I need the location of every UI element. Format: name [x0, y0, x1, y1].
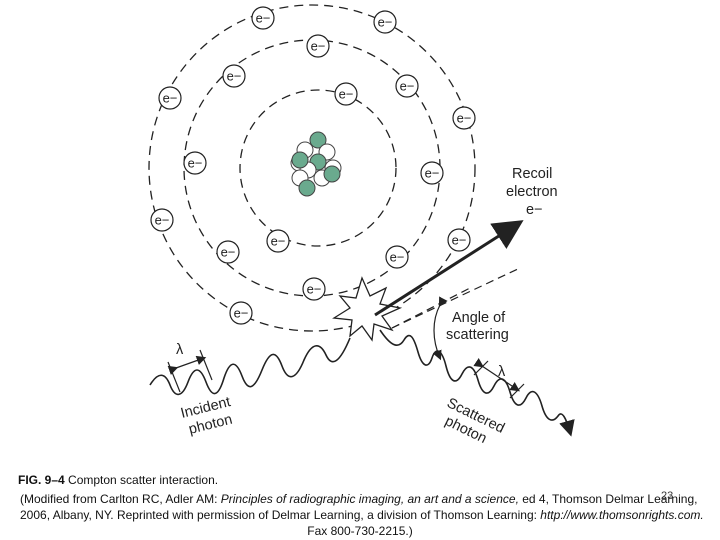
electron: e−: [150, 208, 174, 232]
electron: e−: [385, 245, 409, 269]
electron-symbol: e−: [256, 11, 271, 26]
credit-book-title: Principles of radiographic imaging, an a…: [220, 492, 519, 506]
credit-text-c: 2006, Albany, NY. Reprinted with permiss…: [20, 508, 541, 522]
angle-label-2: scattering: [446, 327, 509, 343]
credit-line-3: Fax 800-730-2215.): [0, 524, 720, 538]
electrons: e− e− e− e− e− e− e− e− e− e− e− e− e− e− e− e− e−: [150, 6, 476, 325]
electron-symbol: e−: [390, 250, 405, 265]
credit-text-a: (Modified from Carlton RC, Adler AM:: [20, 492, 221, 506]
recoil-electron-symbol: e−: [526, 202, 543, 218]
angle-label-1: Angle of: [452, 310, 506, 326]
electron: e−: [302, 277, 326, 301]
figure-caption: FIG. 9–4 Compton scatter interaction.: [18, 473, 218, 487]
electron-symbol: e−: [271, 234, 286, 249]
recoil-electron-arrow: [374, 220, 524, 317]
incident-wavelength-marker: [167, 349, 213, 393]
electron-symbol: e−: [221, 245, 236, 260]
electron: e−: [216, 240, 240, 264]
scattered-lambda-label: λ: [498, 364, 506, 380]
figure-label: FIG. 9–4: [18, 473, 65, 487]
electron: e−: [447, 228, 471, 252]
electron: e−: [306, 34, 330, 58]
electron-symbol: e−: [425, 166, 440, 181]
electron: e−: [183, 151, 207, 175]
angle-of-scattering-arc: [432, 296, 448, 361]
shell-outer: [148, 4, 476, 332]
electron: e−: [395, 74, 419, 98]
electron-symbol: e−: [188, 156, 203, 171]
electron: e−: [251, 6, 275, 30]
electron-symbol: e−: [307, 282, 322, 297]
electron: e−: [420, 161, 444, 185]
electron-symbol: e−: [311, 39, 326, 54]
electron-symbol: e−: [452, 233, 467, 248]
credit-line-2: 2006, Albany, NY. Reprinted with permiss…: [20, 508, 704, 522]
slide-number: 23: [661, 490, 674, 502]
nucleus: [290, 131, 342, 197]
credit-url: http://www.thomsonrights.com.: [540, 508, 704, 522]
electron: e−: [222, 64, 246, 88]
shell-inner: [239, 89, 397, 247]
recoil-electron-label-2: electron: [506, 184, 558, 200]
electron: e−: [334, 82, 358, 106]
electron-symbol: e−: [457, 111, 472, 126]
electron: e−: [266, 229, 290, 253]
reference-lines: [391, 267, 521, 329]
electron-symbol: e−: [163, 91, 178, 106]
compton-scatter-diagram: e− e− e− e− e− e− e− e− e− e− e− e− e− e− e− e− e− λ λ R…: [148, 4, 575, 447]
credit-text-d: Fax 800-730-2215.): [307, 524, 413, 538]
electron: e−: [229, 301, 253, 325]
electron-symbol: e−: [234, 306, 249, 321]
electron-symbol: e−: [378, 15, 393, 30]
incident-photon-wave: [149, 337, 351, 396]
electron-symbol: e−: [155, 213, 170, 228]
electron-symbol: e−: [339, 87, 354, 102]
credit-line-1: (Modified from Carlton RC, Adler AM: Pri…: [20, 492, 697, 506]
figure-title: Compton scatter interaction.: [64, 473, 219, 487]
electron-symbol: e−: [400, 79, 415, 94]
electron: e−: [373, 10, 397, 34]
electron-symbol: e−: [227, 69, 242, 84]
collision-star: [332, 276, 403, 342]
incident-lambda-label: λ: [176, 342, 184, 358]
electron: e−: [158, 86, 182, 110]
credit-text-b: ed 4, Thomson Delmar Learning,: [518, 492, 698, 506]
electron: e−: [452, 106, 476, 130]
scattered-wavelength-marker: [473, 358, 525, 399]
recoil-electron-label-1: Recoil: [512, 166, 552, 182]
